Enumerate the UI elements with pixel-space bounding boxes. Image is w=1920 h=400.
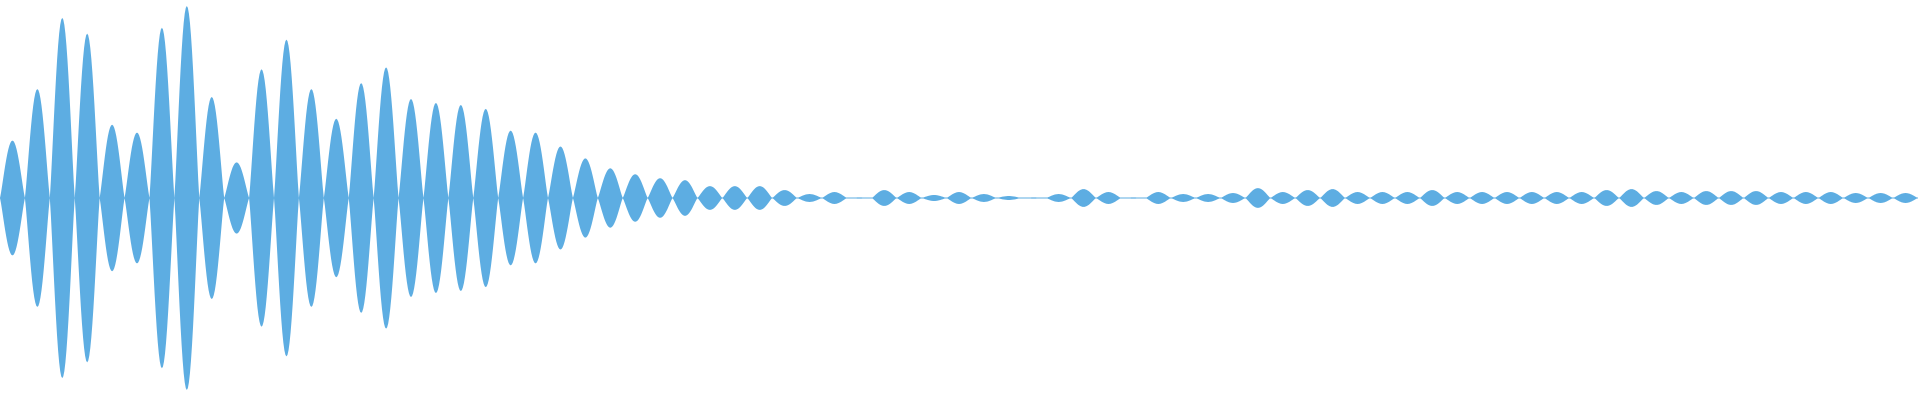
waveform-lobe <box>448 104 474 292</box>
waveform-lobe <box>1345 192 1370 204</box>
waveform-lobe <box>1120 197 1146 199</box>
waveform-lobe <box>199 97 225 299</box>
waveform-lobe <box>398 99 424 297</box>
waveform-lobe <box>1743 191 1769 205</box>
waveform-lobe <box>1544 192 1570 204</box>
waveform-lobe <box>1843 193 1869 203</box>
waveform-lobe <box>1021 197 1047 199</box>
waveform-lobe <box>846 197 872 199</box>
waveform-lobe <box>946 192 972 204</box>
waveform-lobe <box>1693 191 1719 205</box>
waveform-lobe <box>622 174 648 222</box>
waveform-lobe <box>1494 192 1520 204</box>
waveform-lobe <box>1868 193 1894 203</box>
waveform-lobe <box>871 190 897 206</box>
waveform-lobe <box>1145 192 1171 204</box>
waveform-lobe <box>647 178 673 218</box>
waveform-lobe <box>298 89 324 307</box>
waveform-lobe <box>1170 194 1196 202</box>
waveform-lobe <box>1793 192 1819 204</box>
waveform-lobe <box>822 192 847 204</box>
waveform-lobe <box>772 190 798 206</box>
waveform-lobe <box>996 196 1022 200</box>
waveform-lobe <box>1320 189 1346 207</box>
waveform-lobe <box>1768 192 1794 204</box>
waveform-lobe <box>1096 192 1121 204</box>
waveform-lobe <box>1295 190 1321 206</box>
waveform-lobe <box>1245 188 1271 208</box>
waveform-lobe <box>1818 192 1844 204</box>
waveform-lobe <box>747 186 773 210</box>
waveform-lobe <box>1668 192 1694 204</box>
waveform-lobe <box>1370 192 1395 204</box>
waveform-lobe <box>1270 192 1296 204</box>
waveform-lobe <box>1071 189 1096 207</box>
waveform-lobe <box>797 194 822 202</box>
waveform-lobe <box>99 124 125 272</box>
waveform-lobe <box>697 186 723 210</box>
waveform-lobe <box>348 83 374 313</box>
waveform-lobe <box>971 194 997 202</box>
waveform-lobe <box>323 118 349 278</box>
waveform-lobe <box>1594 190 1620 206</box>
waveform-lobe <box>597 168 623 228</box>
waveform-lobe <box>174 5 200 391</box>
waveform-lobe <box>722 186 748 210</box>
waveform-lobe <box>1444 192 1470 204</box>
waveform-lobe <box>1220 193 1246 203</box>
waveform-lobe <box>672 180 698 216</box>
waveform-lobe <box>1046 194 1072 202</box>
waveform-lobe <box>1394 192 1420 204</box>
waveform-lobe <box>1469 192 1495 204</box>
waveform-lobe <box>423 102 449 294</box>
waveform-lobe <box>921 195 947 201</box>
waveform-lobes <box>0 5 1918 391</box>
waveform-lobe <box>149 27 175 369</box>
waveform-lobe <box>498 130 524 266</box>
waveform-lobe <box>1569 192 1595 204</box>
waveform-lobe <box>1644 191 1669 205</box>
waveform-lobe <box>0 140 25 256</box>
waveform-lobe <box>1519 192 1545 204</box>
waveform-lobe <box>373 67 399 329</box>
waveform-lobe <box>548 146 573 250</box>
waveform-lobe <box>1893 193 1918 203</box>
waveform-lobe <box>224 162 250 234</box>
waveform-lobe <box>1619 189 1644 207</box>
waveform-lobe <box>124 132 150 264</box>
waveform-lobe <box>523 132 548 264</box>
waveform-lobe <box>1419 190 1445 206</box>
waveform-lobe <box>473 108 499 288</box>
waveform-lobe <box>74 33 100 363</box>
waveform-lobe <box>24 89 50 307</box>
waveform-lobe <box>896 192 922 204</box>
waveform-lobe <box>49 17 75 379</box>
waveform-lobe <box>1718 191 1744 205</box>
waveform-lobe <box>274 39 299 357</box>
waveform-lobe <box>1195 194 1221 202</box>
waveform-lobe <box>572 158 598 238</box>
waveform-lobe <box>249 69 274 327</box>
